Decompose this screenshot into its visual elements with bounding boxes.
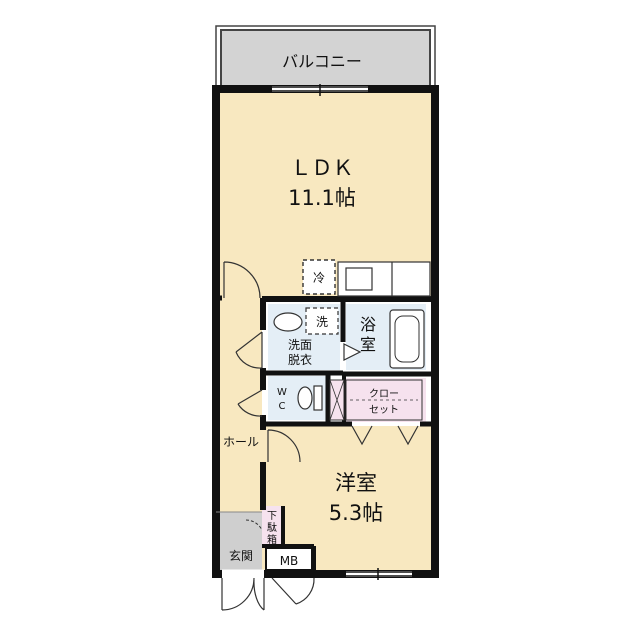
wc-label-2: C [279,401,286,412]
toilet-icon [297,386,313,410]
washroom-label-1: 洗面 [288,338,312,352]
balcony-floor [220,29,431,89]
shoebox-label-3: 箱 [267,533,277,546]
ldk-door-icon [223,261,261,299]
meter-box-label: MB [280,554,299,568]
entrance-label: 玄関 [229,548,253,563]
washroom-door-arc [235,351,263,369]
hall-label-1: ホール [223,435,259,449]
washroom-label-2: 脱衣 [288,352,312,367]
washer-label: 洗 [316,315,328,329]
western-door-icon [267,429,301,463]
bath-label-2: 室 [360,335,376,354]
ldk-size: 11.1帖 [288,186,356,210]
entrance-door-icon-2 [253,578,265,611]
wc-label-1: W [277,387,287,398]
walls [212,84,439,580]
mb-door-icon [271,577,315,605]
entrance-door-icon [221,577,255,611]
hall-floor [220,298,262,512]
meter-box [265,547,313,571]
wash-basin-icon [273,312,303,332]
bath-label-1: 浴 [360,315,376,334]
shoebox-door-icon [245,519,263,531]
balcony-label: バルコニー [282,52,362,71]
washroom-fixtures [273,307,339,335]
shoebox-label-2: 駄 [267,521,277,534]
western-room-label: 洋室 [335,471,377,495]
closet-label-2: セット [369,404,399,416]
washer-space [305,307,339,335]
bathtub-inner [394,315,420,363]
wc-door-icon [237,389,263,417]
fridge-label: 冷 [313,271,325,285]
shoebox-label-1: 下 [267,511,277,522]
closet-label-1: クロー [369,388,399,400]
washroom-door-icon [235,331,263,368]
fridge-space [302,259,336,295]
bath-door-icon [343,343,362,361]
kitchen-sink-icon [345,267,373,291]
closet-door-icon [351,425,419,446]
kitchen-counter [337,261,431,297]
ldk-label: ＬＤＫ [291,156,354,180]
western-room-size: 5.3帖 [329,501,383,525]
shoebox-floor [262,506,282,544]
balcony: バルコニー [215,25,436,89]
bathtub-icon [389,309,425,369]
closet-left-hatch [329,379,345,421]
closet: クロー セット [329,379,423,446]
kitchen-counter-body [337,261,431,297]
entrance-floor [220,512,262,572]
toilet-tank-icon [313,385,323,411]
